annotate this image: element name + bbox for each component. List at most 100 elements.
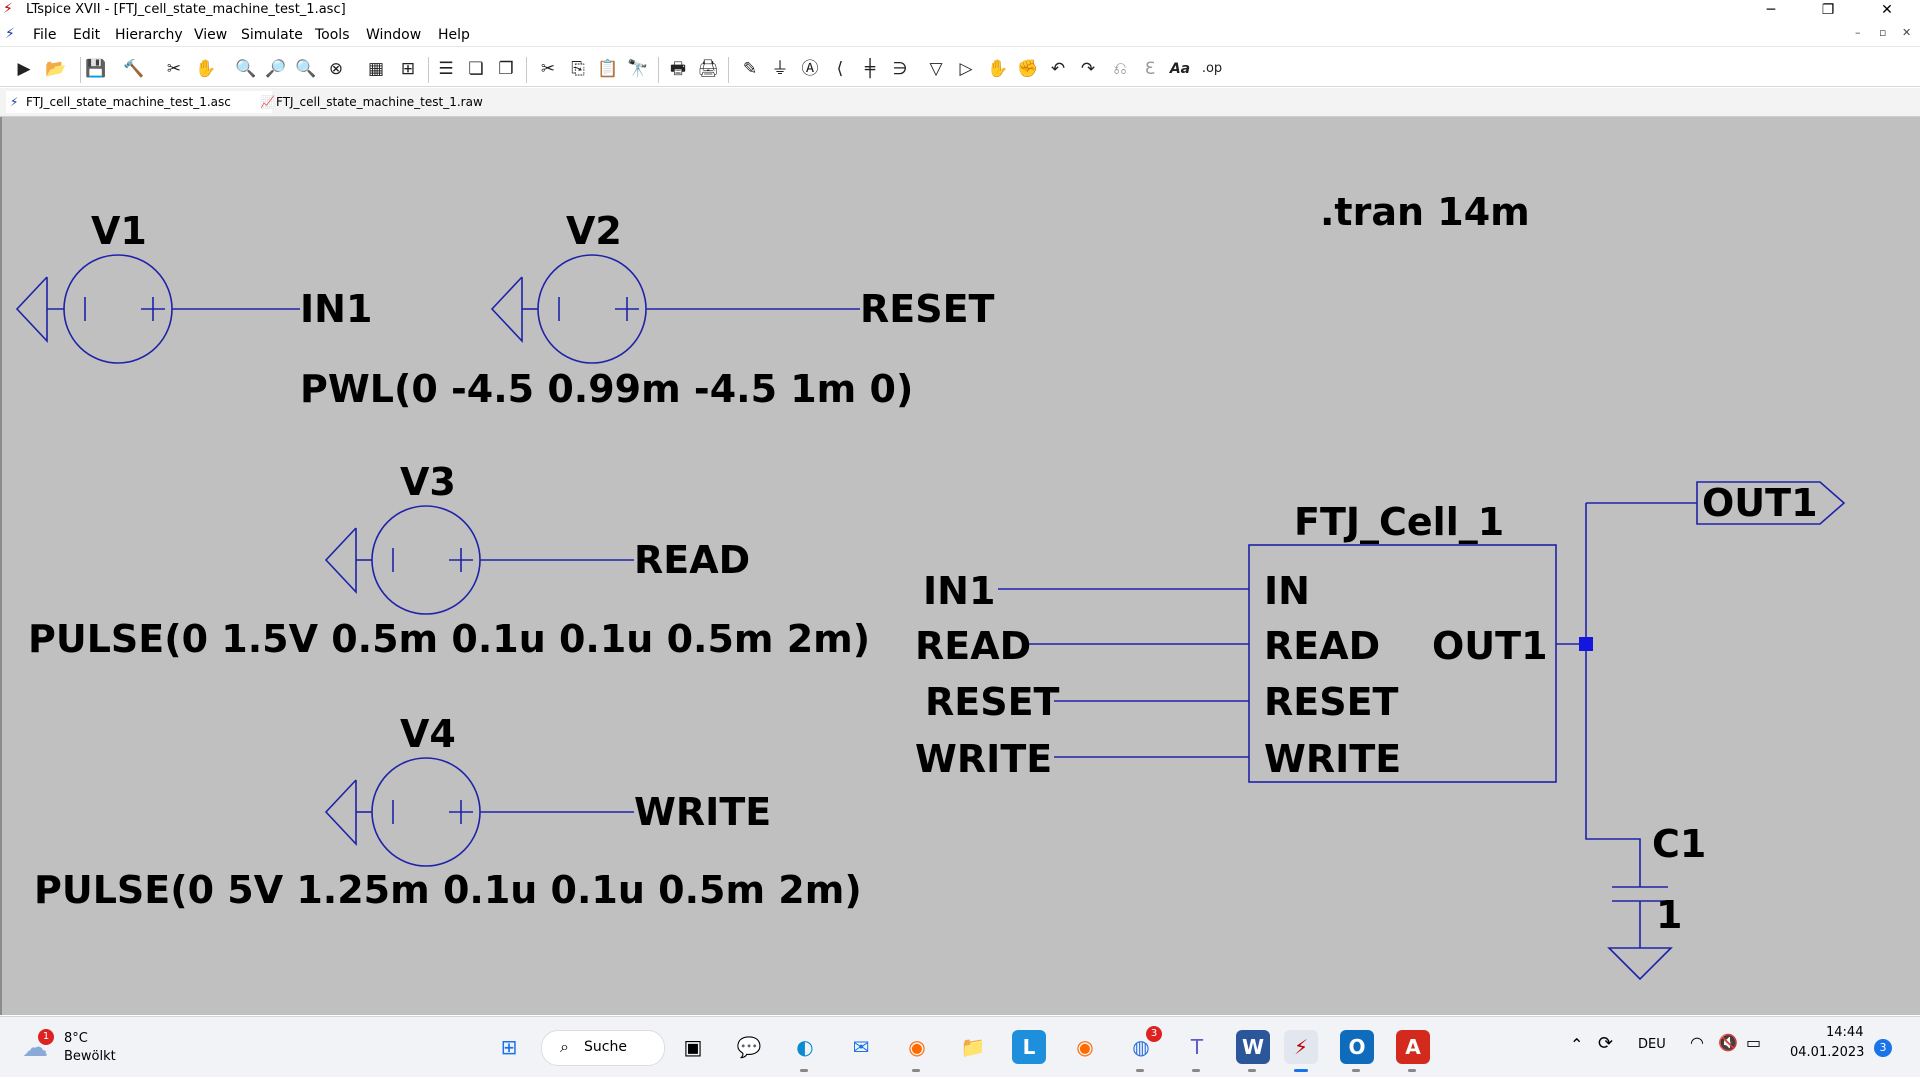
redo-icon[interactable]: ↷	[1080, 59, 1096, 79]
write-net-label: WRITE	[915, 737, 1052, 781]
menu-hierarchy[interactable]: Hierarchy	[115, 27, 183, 43]
open-icon[interactable]: 📂	[45, 59, 67, 79]
tran-directive[interactable]: .tran 14m	[1320, 190, 1530, 234]
mdi-minimize-button[interactable]: –	[1855, 26, 1861, 39]
zoom-fit-icon[interactable]: ⊗	[328, 59, 344, 79]
notification-badge[interactable]: 3	[1874, 1039, 1892, 1057]
run-icon[interactable]: ▶	[17, 59, 31, 79]
cascade-icon[interactable]: ❏	[468, 59, 484, 79]
clock-time[interactable]: 14:44	[1826, 1025, 1864, 1040]
sync-icon[interactable]: ⟳	[1598, 1033, 1614, 1054]
text-icon[interactable]: Aa	[1169, 61, 1191, 77]
reset-net-label: RESET	[925, 680, 1060, 724]
copy-icon[interactable]: ⎘	[571, 59, 585, 79]
paste-icon[interactable]: 📋	[597, 59, 619, 79]
zoom-area-icon[interactable]: 🔎	[265, 59, 287, 79]
tab-waveform[interactable]: 📈 FTJ_cell_state_machine_test_1.raw	[256, 91, 526, 113]
menu-file[interactable]: File	[33, 27, 57, 43]
search-box[interactable]: ⌕ Suche	[541, 1030, 665, 1066]
capacitor-icon[interactable]: ╪	[864, 59, 876, 79]
zoom-out-icon[interactable]: 🔍	[295, 59, 317, 79]
edge-icon[interactable]: ◐	[788, 1030, 822, 1072]
weather-widget[interactable]: ☁ 1 8°C Bewölkt	[22, 1029, 142, 1069]
save-icon[interactable]: 💾	[85, 59, 107, 79]
pan-icon[interactable]: ✋	[195, 59, 217, 79]
out1-port-flag[interactable]	[1696, 481, 1846, 525]
acrobat-icon[interactable]: A	[1396, 1030, 1430, 1072]
zoom-in-icon[interactable]: 🔍	[235, 59, 257, 79]
document-tabs: ⚡ FTJ_cell_state_machine_test_1.asc 📈 FT…	[0, 88, 1920, 117]
document-icon[interactable]: ⚡	[5, 26, 15, 42]
outlook-icon[interactable]: O	[1340, 1030, 1374, 1072]
drag-icon[interactable]: ✊	[1017, 59, 1039, 79]
mirror-icon[interactable]: Ɛ	[1144, 59, 1156, 79]
firefox-alt-icon[interactable]: ◉	[1076, 1035, 1094, 1059]
tab-label: FTJ_cell_state_machine_test_1.raw	[276, 95, 483, 109]
chat-icon[interactable]: 💬	[736, 1035, 762, 1059]
wifi-icon[interactable]: ◠	[1690, 1033, 1704, 1052]
v4-name: V4	[400, 712, 456, 756]
restore-button[interactable]: ❐	[1821, 2, 1835, 18]
menu-help[interactable]: Help	[438, 27, 470, 43]
language-indicator[interactable]: DEU	[1638, 1037, 1666, 1052]
ltspice-icon[interactable]: ⚡	[1284, 1030, 1318, 1072]
battery-icon[interactable]: ▭	[1746, 1033, 1762, 1052]
word-icon[interactable]: W	[1236, 1030, 1270, 1072]
clock-date[interactable]: 04.01.2023	[1790, 1045, 1865, 1060]
cut-icon[interactable]: ✂	[540, 59, 556, 79]
ftj-cell-block[interactable]	[1248, 544, 1557, 783]
l-app-icon[interactable]: L	[1012, 1030, 1046, 1064]
halt-icon[interactable]: ✂	[166, 59, 182, 79]
mdi-restore-button[interactable]: ▫	[1879, 26, 1887, 39]
speaker-muted-icon[interactable]: 🔇	[1718, 1033, 1738, 1052]
move-icon[interactable]: ✋	[987, 59, 1009, 79]
running-indicator	[1408, 1069, 1416, 1072]
component-icon[interactable]: ▷	[959, 59, 973, 79]
spice-directive-icon[interactable]: .op	[1201, 61, 1223, 76]
toolbar-separator	[80, 57, 81, 83]
mail-icon[interactable]: ✉	[852, 1035, 870, 1059]
close-button[interactable]: ✕	[1881, 2, 1893, 18]
rotate-icon[interactable]: ⎌	[1113, 59, 1127, 79]
resistor-icon[interactable]: ⟨	[836, 59, 844, 79]
print-setup-icon[interactable]: 🖨	[697, 59, 719, 79]
tray-overflow-icon[interactable]: ⌃	[1570, 1035, 1584, 1054]
menu-edit[interactable]: Edit	[73, 27, 101, 43]
toolbar-separator	[526, 57, 527, 83]
ground-icon[interactable]: ⏚	[771, 59, 789, 79]
tile-vertical-icon[interactable]: ❐	[498, 59, 514, 79]
mdi-close-button[interactable]: ✕	[1902, 26, 1912, 39]
v2-name: V2	[566, 209, 622, 253]
draw-wire-icon[interactable]: ✎	[742, 59, 758, 79]
task-view-icon[interactable]: ▣	[683, 1035, 703, 1059]
thunderbird-icon[interactable]: ◍3	[1124, 1026, 1162, 1072]
menu-view[interactable]: View	[194, 27, 228, 43]
undo-icon[interactable]: ↶	[1050, 59, 1066, 79]
label-net-icon[interactable]: Ⓐ	[801, 59, 819, 79]
start-icon[interactable]: ⊞	[500, 1035, 518, 1059]
control-panel-icon[interactable]: 🔨	[123, 59, 145, 79]
in1-net-label: IN1	[923, 569, 995, 613]
window-title: LTspice XVII - [FTJ_cell_state_machine_t…	[26, 2, 346, 17]
menu-simulate[interactable]: Simulate	[241, 27, 303, 43]
teams-icon[interactable]: T	[1180, 1030, 1214, 1072]
c1-value[interactable]: 1	[1656, 893, 1682, 937]
v3-value[interactable]: PULSE(0 1.5V 0.5m 0.1u 0.1u 0.5m 2m)	[28, 617, 870, 661]
minimize-button[interactable]: ─	[1766, 2, 1776, 18]
firefox-icon[interactable]: ◉	[900, 1030, 934, 1072]
v2-value[interactable]: PWL(0 -4.5 0.99m -4.5 1m 0)	[300, 367, 913, 411]
tile-horizontal-icon[interactable]: ☰	[438, 59, 454, 79]
file-explorer-icon[interactable]: 📁	[960, 1035, 986, 1059]
print-icon[interactable]: 🖶	[669, 59, 687, 79]
schematic-canvas[interactable]: .tran 14m V1 IN1 V2 RESET PWL(0 -4.5 0.9…	[0, 117, 1920, 1015]
find-icon[interactable]: 🔭	[627, 59, 649, 79]
menu-tools[interactable]: Tools	[315, 27, 350, 43]
diode-icon[interactable]: ▽	[929, 59, 943, 79]
grid-icon[interactable]: ⊞	[400, 59, 416, 79]
tab-schematic[interactable]: ⚡ FTJ_cell_state_machine_test_1.asc	[6, 91, 272, 113]
autorange-icon[interactable]: ▦	[367, 59, 385, 79]
schematic-drawing[interactable]: .tran 14m V1 IN1 V2 RESET PWL(0 -4.5 0.9…	[2, 117, 1920, 1015]
v4-value[interactable]: PULSE(0 5V 1.25m 0.1u 0.1u 0.5m 2m)	[34, 868, 862, 912]
inductor-icon[interactable]: ∋	[892, 59, 908, 79]
menu-window[interactable]: Window	[366, 27, 422, 43]
